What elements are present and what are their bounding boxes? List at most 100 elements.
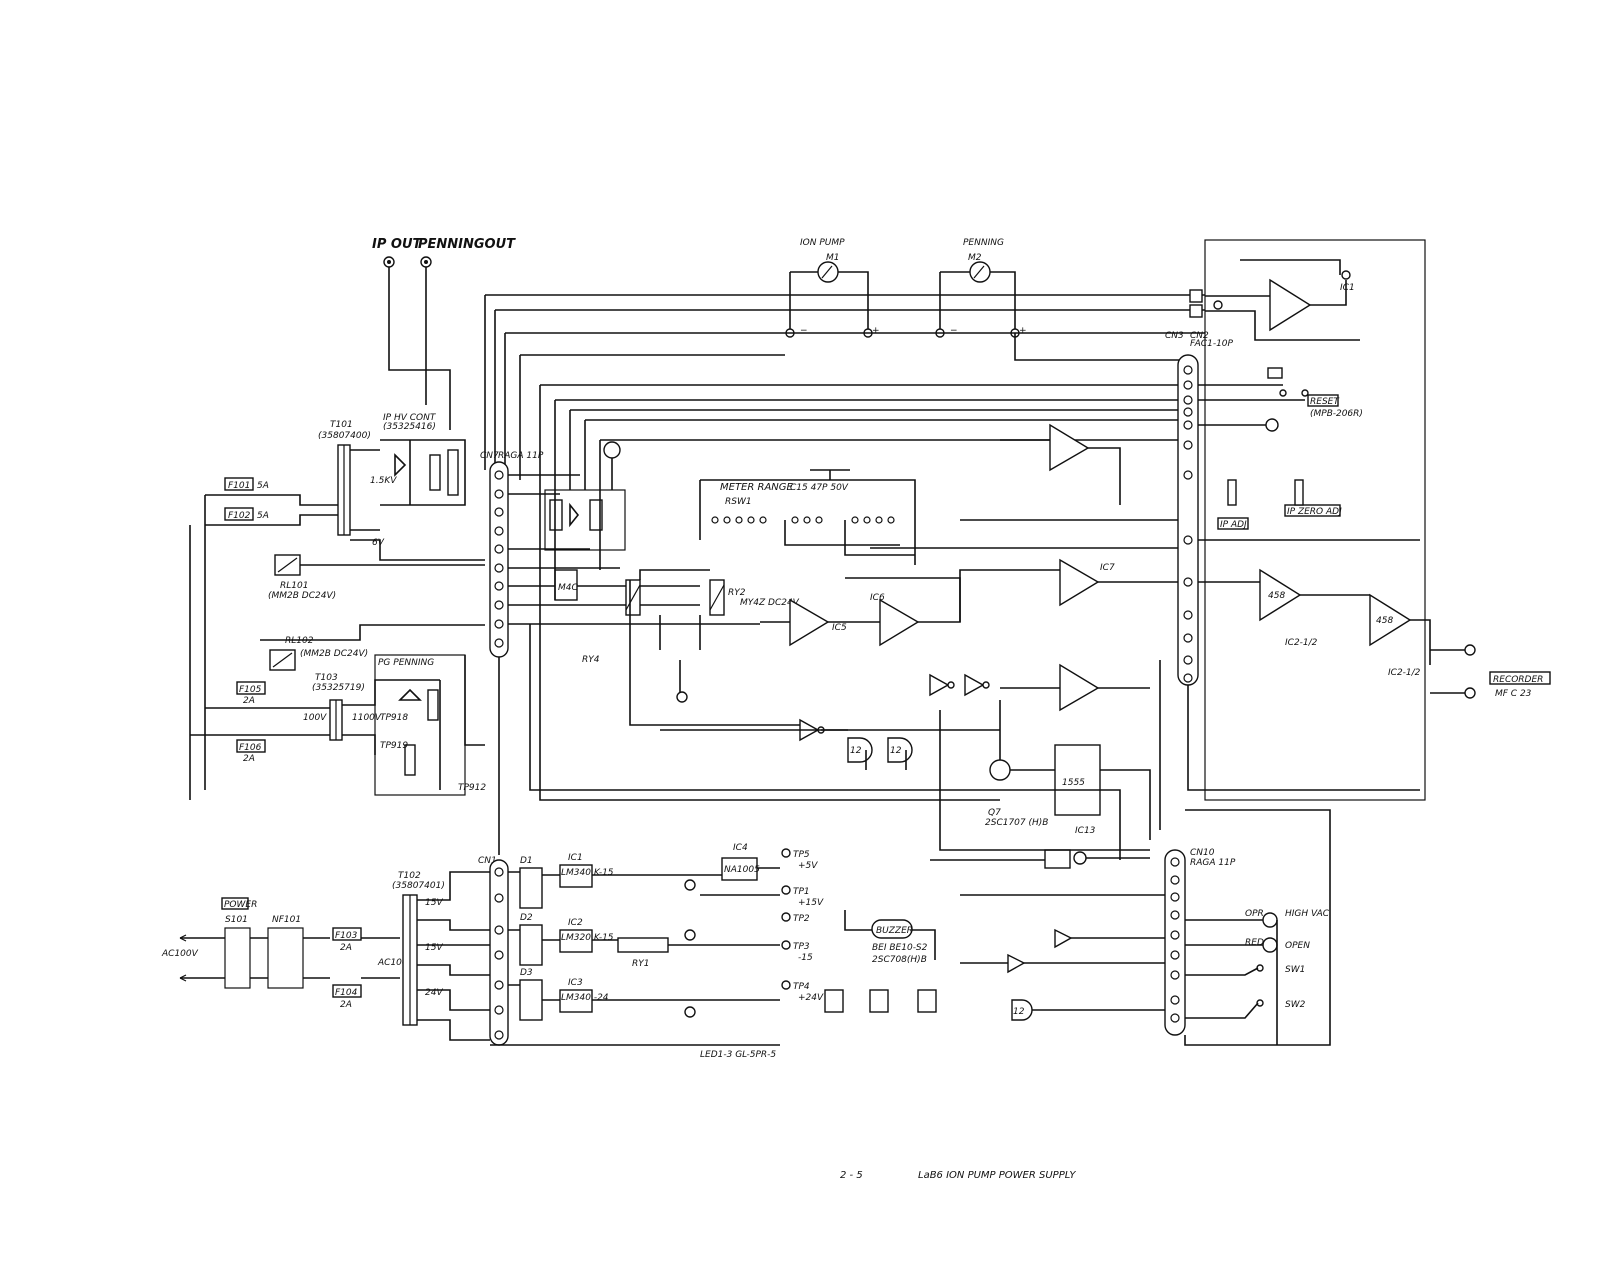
top-wiring [484, 294, 1205, 549]
led4-icon [676, 691, 688, 703]
red-label: RED [1245, 938, 1264, 948]
ic3-reg-part: LM340 -24 [561, 993, 609, 1003]
ic1-reg-label: IC1 [568, 853, 583, 863]
cn2-label: CN2 [1190, 331, 1209, 341]
tp5-value: +5V [798, 861, 818, 871]
d3-label: D3 [520, 968, 533, 978]
ic2b-opamp [1369, 593, 1412, 647]
penning-meter-icon [969, 261, 991, 283]
f104-value: 2A [340, 1000, 352, 1010]
gate-12c-label: 12 [1013, 1007, 1025, 1017]
power-box [221, 897, 249, 910]
tp912-label: TP912 [458, 783, 486, 793]
ic6-label: IC6 [870, 593, 885, 603]
timer-label: 1555 [1062, 778, 1085, 788]
timer-ic13 [1054, 744, 1101, 816]
meter-range-switch: METER RANGE RSW1 C15 47P 50V [699, 469, 916, 565]
interconnect-wiring [529, 385, 1161, 860]
ic-top-opamp [1049, 423, 1090, 472]
m2-label: M2 [968, 253, 982, 263]
meter-range-title: METER RANGE [720, 482, 794, 493]
f106-box [236, 739, 266, 753]
cn7-label: CN7 [480, 451, 499, 461]
cn7-part: RAGA 11P [498, 451, 544, 461]
svg-text:1.5KV: 1.5KV [370, 476, 397, 486]
ip-amplifier-ic1: IC1 [1189, 239, 1426, 801]
svg-text:−: − [950, 326, 958, 336]
f103-value: 2A [340, 943, 352, 953]
f106-value: 2A [243, 754, 255, 764]
nf101-filter [267, 927, 304, 989]
tp3-value: -15 [798, 953, 813, 963]
ry2-label: RY2 [728, 588, 746, 598]
cn2-connector: CN3 CN2 FAC1-10P [1165, 331, 1420, 791]
transformer-t102: T102 (35807401) 15V 15V 24V [392, 871, 490, 1041]
ic4-reg-part: NA1005 [724, 865, 760, 875]
cn2-part: FAC1-10P [1190, 339, 1234, 349]
recorder-box [1489, 671, 1551, 685]
t102-15v-a: 15V [425, 898, 443, 908]
mains-input: POWER S101 NF101 AC100V F103 2A F104 2A … [161, 897, 415, 1010]
rl102-part: (MM2B DC24V) [300, 649, 368, 659]
sw2-label: SW2 [1285, 1000, 1306, 1010]
meter-range-switch-label: RSW1 [725, 497, 752, 507]
gate-12b-label: 12 [890, 746, 902, 756]
s101-switch [224, 927, 251, 989]
f104-label: F104 [335, 988, 358, 998]
red-led-icon [1262, 937, 1278, 953]
f101-value: 5A [257, 481, 269, 491]
tp5-label: TP5 [793, 850, 810, 860]
ic458-label: 458 [1268, 591, 1285, 601]
opr-led-icon [1262, 912, 1278, 928]
penning-label: PENNING [963, 238, 1004, 248]
ac-transformer-label: AC100V [377, 958, 415, 968]
f102-label: F102 [228, 511, 251, 521]
f101-label: F101 [228, 481, 250, 491]
svg-text:M4C: M4C [558, 583, 578, 593]
t102-24v: 24V [425, 988, 443, 998]
open-label: OPEN [1285, 941, 1310, 951]
led-indicator-icon [1265, 418, 1279, 432]
diagram-title: LaB6 ION PUMP POWER SUPPLY [918, 1170, 1076, 1181]
rl101-part: (MM2B DC24V) [268, 591, 336, 601]
sw1-label: SW1 [1285, 965, 1305, 975]
ic5-label: IC5 [832, 623, 847, 633]
d1-label: D1 [520, 856, 533, 866]
svg-text:6V: 6V [372, 538, 385, 548]
f105-value: 2A [243, 696, 255, 706]
ry4-label: RY4 [582, 655, 600, 665]
tp1-value: +15V [798, 898, 824, 908]
recorder-label: RECORDER [1493, 675, 1543, 685]
ry2-part: MY4Z DC24V [740, 598, 800, 608]
buzzer-q-note: 2SC708(H)B [872, 955, 927, 965]
f103-box [332, 927, 362, 941]
t101-part: (35807400) [318, 431, 371, 441]
ry1-coil [617, 937, 669, 953]
gate-12c [1011, 999, 1033, 1021]
f105-label: F105 [239, 685, 262, 695]
f102-value: 5A [257, 511, 269, 521]
ip-hv-cont-part: (35325416) [383, 422, 436, 432]
ip-adj-box [1217, 517, 1249, 530]
cn3-label: CN3 [1165, 331, 1184, 341]
buzzer-icon [871, 919, 913, 939]
cn10-part: RAGA 11P [1190, 858, 1236, 868]
ic458b-label: 458 [1376, 616, 1393, 626]
s101-label: S101 [225, 915, 248, 925]
pg-penning-label: PG PENNING [378, 658, 434, 668]
cn1-connector: CN1 LED1-3 GL-5PR-5 [478, 856, 780, 1060]
led-note: LED1-3 GL-5PR-5 [700, 1050, 776, 1060]
ic1-opamp [1269, 278, 1312, 332]
tp4-label: TP4 [793, 982, 810, 992]
ic13-label: IC13 [1075, 826, 1096, 836]
svg-text:100V: 100V [303, 713, 327, 723]
ic6-opamp [879, 598, 920, 647]
amplifier-chain: IC5 IC6 IC7 [760, 423, 1190, 712]
svg-text:+: + [872, 326, 880, 336]
ic5-opamp [789, 598, 830, 647]
hv-transformer-t101: T101 (35807400) IP HV CONT (35325416) 1.… [318, 413, 485, 561]
ic7-label: IC7 [1100, 563, 1115, 573]
tp4-value: +24V [798, 993, 824, 1003]
recorder-minus-terminal [1464, 687, 1476, 699]
